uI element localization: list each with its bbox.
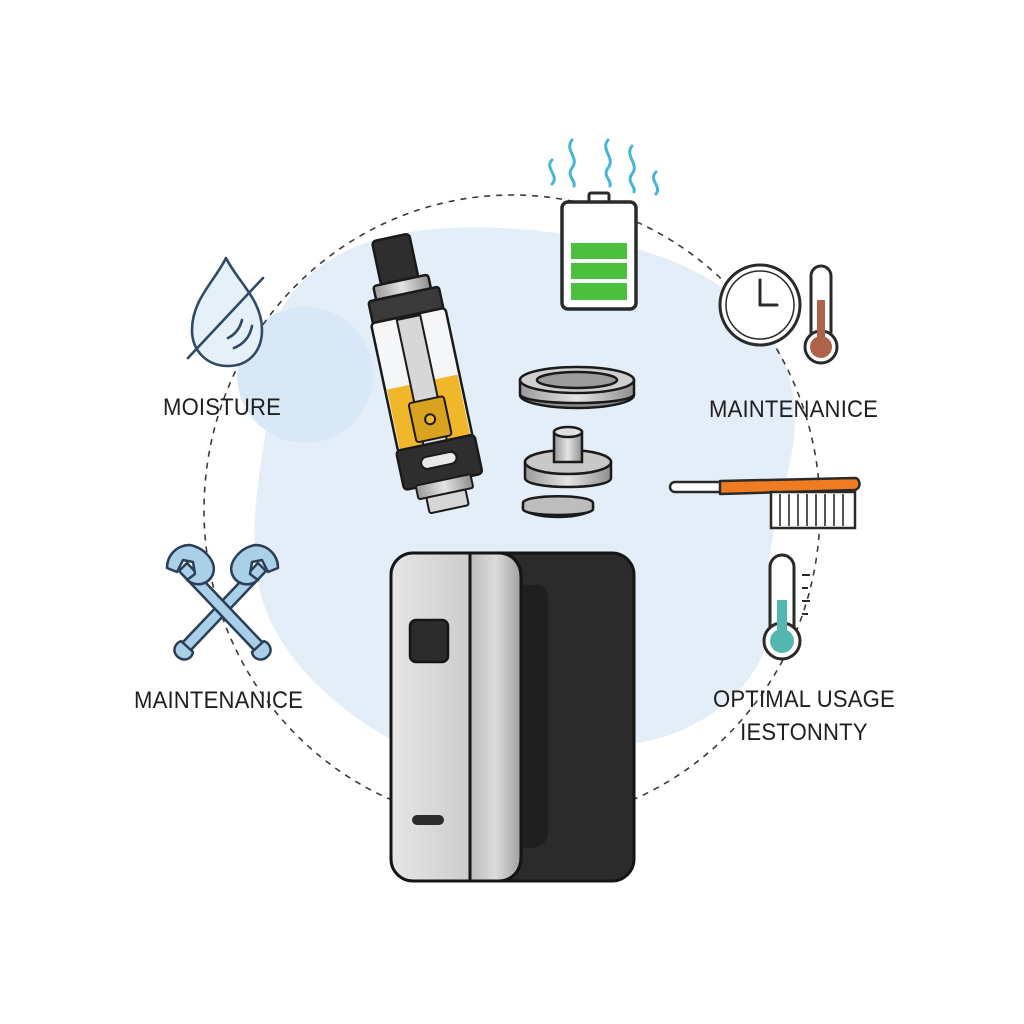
moisture-label: MOISTURE — [163, 394, 282, 421]
vape-mod-icon — [389, 551, 636, 883]
vape-tank-icon — [367, 233, 484, 515]
optimal-usage-label: OPTIMAL USAGE IESTONNTY — [713, 683, 895, 749]
water-drop-slash-icon — [186, 256, 265, 368]
optimal-usage-line-1: OPTIMAL USAGE — [713, 686, 895, 713]
optimal-usage-line-2: IESTONNTY — [740, 719, 868, 746]
coil-parts-icon — [518, 365, 636, 519]
thermometer-hot-icon — [803, 264, 839, 365]
thermometer-cool-icon — [762, 553, 810, 661]
steam-lines — [548, 138, 659, 196]
battery-icon — [560, 191, 638, 311]
wrench-cross-icon — [165, 543, 280, 661]
maintenance-label-right: MAINTENANICE — [709, 396, 879, 423]
brush-icon — [668, 476, 861, 530]
clock-icon — [718, 263, 802, 347]
maintenance-label-left: MAINTENANICE — [134, 687, 304, 714]
